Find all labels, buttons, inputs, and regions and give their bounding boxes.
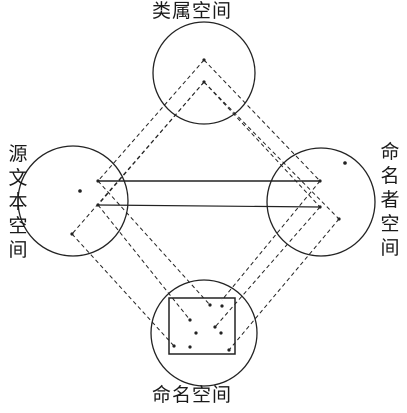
emergent-structure-box [168, 297, 236, 355]
source-text-space-label: 源文本空间 [8, 143, 28, 261]
generic-space-circle [152, 21, 256, 125]
blend-projection-lines [71, 180, 340, 351]
cross-space-mapping-line-2 [97, 204, 321, 208]
naming-space-label: 命名空间 [152, 384, 233, 406]
source-text-space-circle [17, 145, 129, 257]
namer-space-circle [266, 147, 376, 257]
generic-projection-lines [71, 59, 340, 235]
element-dots [70, 58, 347, 352]
namer-space-label: 命名者空间 [380, 141, 400, 259]
naming-space-circle [150, 279, 258, 387]
generic-space-label: 类属空间 [152, 0, 233, 22]
